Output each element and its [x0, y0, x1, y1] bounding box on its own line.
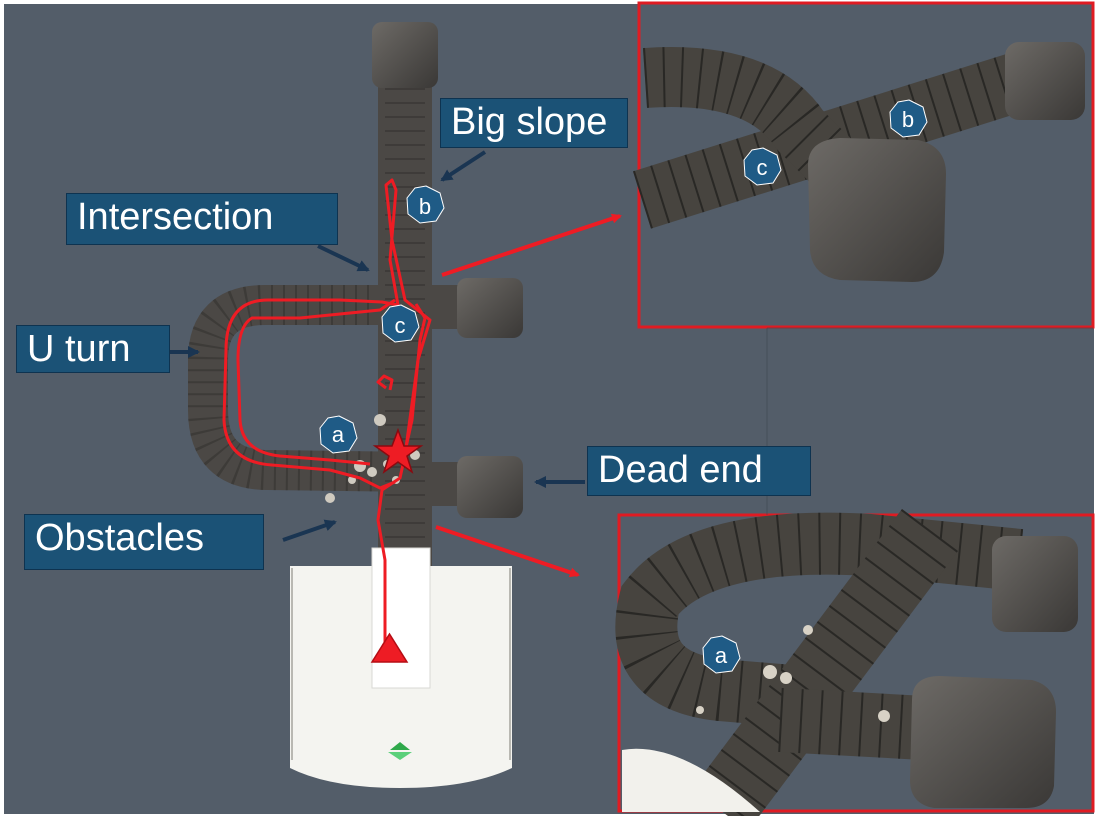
- top-inset-far-cap: [1005, 42, 1085, 120]
- marker-b-inset: b: [889, 99, 928, 138]
- intersection-cap: [457, 278, 523, 338]
- bottom-inset-room-corner: [622, 748, 760, 812]
- arrow-to-top-inset: [441, 213, 622, 277]
- start-triangle-icon: [370, 632, 409, 663]
- robot-trajectory: [222, 178, 432, 650]
- top-inset-near-cap: [808, 138, 946, 282]
- top-dead-end-cap: [372, 22, 438, 88]
- obstacles-pointer: [282, 519, 337, 542]
- svg-text:b: b: [419, 194, 431, 219]
- big-slope-pointer: [440, 150, 487, 182]
- arrow-to-bottom-inset: [435, 525, 580, 578]
- svg-text:b: b: [902, 107, 914, 132]
- marker-c-inset: c: [743, 147, 782, 186]
- intersection-label: Intersection: [66, 193, 338, 245]
- svg-text:a: a: [332, 422, 345, 447]
- dead-end-label: Dead end: [587, 446, 811, 496]
- marker-b-map: b: [406, 185, 445, 224]
- svg-text:c: c: [757, 155, 768, 180]
- u-turn-label: U turn: [16, 325, 170, 373]
- big-slope-label: Big slope: [440, 98, 628, 148]
- dead-end-cap: [457, 456, 523, 518]
- marker-c-map: c: [381, 304, 420, 343]
- bottom-inset-near-cap: [910, 676, 1056, 808]
- bottom-inset-far-cap: [992, 536, 1078, 632]
- goal-star-icon: [372, 427, 424, 474]
- bottom-inset: [615, 509, 1095, 821]
- intersection-pointer: [317, 244, 370, 272]
- obstacles-label: Obstacles: [24, 514, 264, 570]
- top-inset: [633, 1, 1095, 329]
- marker-a-map: a: [319, 415, 358, 454]
- marker-a-inset: a: [702, 635, 741, 674]
- svg-text:c: c: [395, 313, 406, 338]
- svg-text:a: a: [715, 643, 728, 668]
